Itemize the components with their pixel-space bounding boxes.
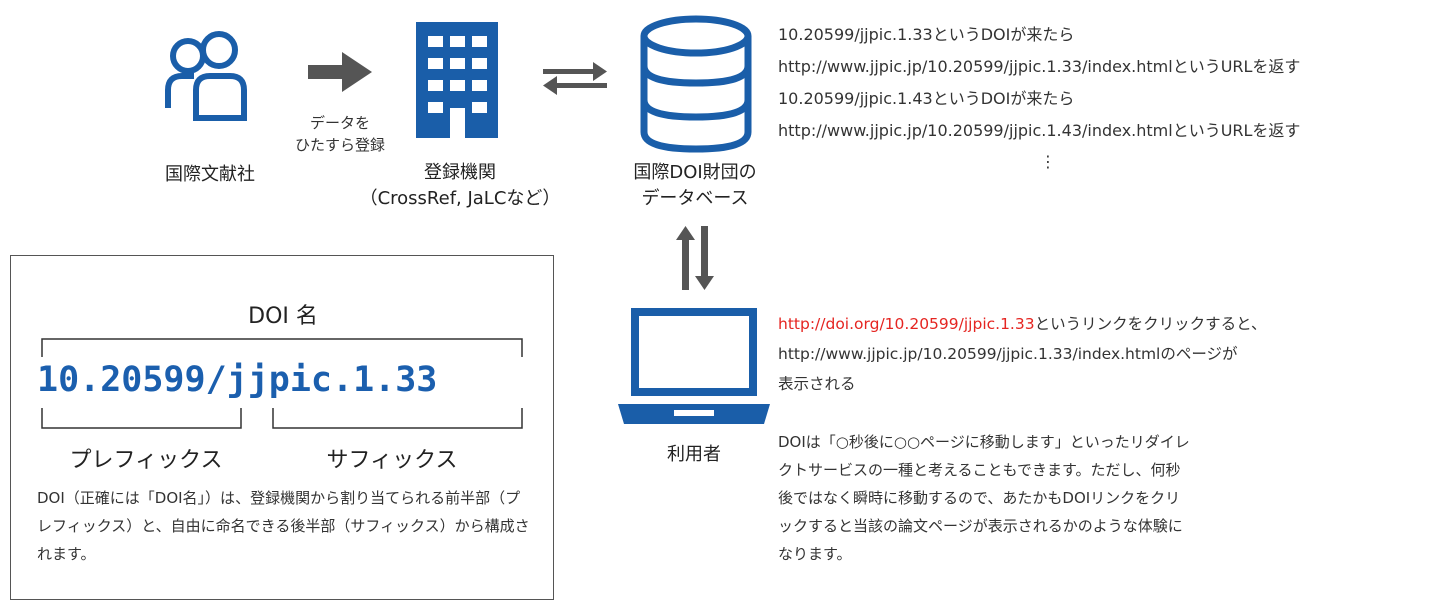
people-icon (165, 31, 247, 121)
user-flow-line2: http://www.jjpic.jp/10.20599/jjpic.1.33/… (778, 345, 1238, 363)
db-lines: 10.20599/jjpic.1.33というDOIが来たら http://www… (778, 19, 1300, 147)
publisher-label: 国際文献社 (165, 164, 255, 185)
redirect-note: DOIは「○秒後に○○ページに移動します」といったリダイレクトサービスの一種と考… (778, 433, 1190, 563)
user-flow-after-link: というリンクをクリックすると、 (1034, 315, 1267, 333)
suffix-label: サフィックス (326, 448, 458, 473)
database-label: 国際DOI財団の データベース (600, 160, 790, 212)
doi-bottom-bracket (41, 408, 523, 429)
doi-link[interactable]: http://doi.org/10.20599/jjpic.1.33 (778, 315, 1035, 333)
registrar-label-line2: （CrossRef, JaLCなど） (359, 188, 561, 209)
registrar-label: 登録機関 （CrossRef, JaLCなど） (350, 160, 570, 212)
doi-value: 10.20599/jjpic.1.33 (37, 360, 438, 400)
arrow-right-icon (308, 52, 372, 92)
database-icon (640, 15, 752, 153)
flow-label-line2: ひたすら登録 (294, 136, 385, 154)
exchange-horizontal-icon (543, 62, 607, 95)
doi-description: DOI（正確には「DOI名」）は、登録機関から割り当てられる前半部（プレフィック… (37, 489, 530, 563)
db-line-2: http://www.jjpic.jp/10.20599/jjpic.1.33/… (778, 57, 1301, 76)
flow-label: データを ひたすら登録 (282, 112, 398, 156)
exchange-vertical-icon (676, 226, 714, 290)
db-ellipsis: ⋮ (1040, 152, 1056, 171)
prefix-label: プレフィックス (69, 448, 223, 473)
doi-box-title: DOI 名 (248, 304, 318, 329)
building-icon (416, 22, 498, 138)
database-label-line1: 国際DOI財団の (633, 162, 757, 183)
user-flow-line3: 表示される (778, 375, 856, 393)
laptop-icon (618, 308, 770, 424)
db-line-3: 10.20599/jjpic.1.43というDOIが来たら (778, 89, 1075, 108)
user-flow-line1: http://doi.org/10.20599/jjpic.1.33というリンク… (778, 309, 1418, 339)
doi-name-box: DOI 名 10.20599/jjpic.1.33 プレフィックス サフィックス… (10, 255, 554, 600)
user-flow: http://doi.org/10.20599/jjpic.1.33というリンク… (778, 309, 1418, 399)
db-line-1: 10.20599/jjpic.1.33というDOIが来たら (778, 25, 1075, 44)
user-label: 利用者 (667, 444, 721, 465)
database-label-line2: データベース (641, 188, 749, 209)
db-line-4: http://www.jjpic.jp/10.20599/jjpic.1.43/… (778, 121, 1301, 140)
flow-label-line1: データを (309, 114, 370, 132)
registrar-label-line1: 登録機関 (424, 162, 496, 183)
doi-top-bracket (41, 338, 523, 357)
